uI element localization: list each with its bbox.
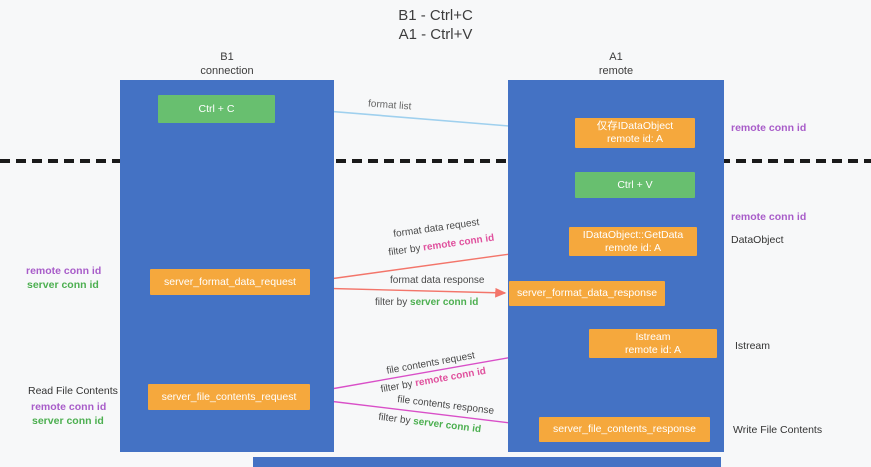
- remote-conn-id-label-left-1: remote conn id: [26, 265, 102, 277]
- lane-b1-name: B1: [220, 51, 234, 63]
- server-conn-id-inline: server conn id: [412, 416, 482, 436]
- istream-side-label: Istream: [735, 340, 771, 352]
- diagram-title: B1 - Ctrl+C A1 - Ctrl+V: [0, 6, 871, 44]
- getdata-remote-id: remote id: A: [604, 241, 662, 254]
- server-file-contents-request-label: server_file_contents_request: [161, 390, 297, 403]
- filter-by-text: filter by: [379, 378, 417, 396]
- getdata-node: IDataObject::GetData remote id: A: [569, 227, 697, 256]
- lane-a1-name: A1: [609, 51, 623, 63]
- server-format-data-request-label: server_format_data_request: [164, 275, 296, 288]
- lane-b1-subtitle: connection: [200, 65, 254, 77]
- getdata-line1: IDataObject::GetData: [582, 228, 684, 241]
- ctrl-c-label: Ctrl + C: [198, 102, 235, 115]
- title-line-1: B1 - Ctrl+C: [398, 7, 473, 24]
- write-file-contents-label: Write File Contents: [733, 424, 823, 436]
- server-format-data-response-node: server_format_data_response: [509, 281, 665, 306]
- server-format-data-request-node: server_format_data_request: [150, 269, 310, 295]
- lane-header-a1: A1 remote: [508, 50, 724, 78]
- remote-conn-id-inline: remote conn id: [422, 232, 495, 254]
- ctrl-v-node: Ctrl + V: [575, 172, 695, 198]
- format-list-arrow-label: format list: [367, 98, 412, 113]
- istream-node: Istream remote id: A: [589, 329, 717, 358]
- filter-by-text: filter by: [387, 242, 424, 259]
- filter-by-server-conn-id-label-1: filter by server conn id: [375, 297, 478, 308]
- filter-by-server-conn-id-label-2: filter by server conn id: [378, 412, 482, 436]
- title-line-2: A1 - Ctrl+V: [398, 26, 473, 43]
- filter-by-text: filter by: [375, 297, 411, 308]
- idataobject-line1: 仅存IDataObject: [596, 120, 674, 132]
- ctrl-v-label: Ctrl + V: [617, 178, 653, 191]
- istream-line1: Istream: [635, 330, 671, 343]
- dataobject-label: DataObject: [731, 234, 784, 246]
- server-conn-id-inline: server conn id: [410, 297, 479, 308]
- remote-conn-id-label-left-2: remote conn id: [31, 401, 107, 413]
- server-file-contents-request-node: server_file_contents_request: [148, 384, 310, 410]
- server-format-data-response-label: server_format_data_response: [516, 287, 658, 299]
- remote-conn-id-label-top-right: remote conn id: [731, 122, 807, 134]
- server-file-contents-response-node: server_file_contents_response: [539, 417, 710, 442]
- ctrl-c-node: Ctrl + C: [158, 95, 275, 123]
- format-data-response-arrow-label: format data response: [390, 275, 485, 286]
- filter-by-text: filter by: [377, 411, 414, 427]
- remote-conn-id-label-mid-right: remote conn id: [731, 211, 807, 223]
- bottom-blue-strip: [253, 457, 721, 467]
- server-file-contents-response-label: server_file_contents_response: [552, 423, 696, 435]
- lane-header-b1: B1 connection: [120, 50, 334, 78]
- read-file-contents-label: Read File Contents: [28, 385, 118, 397]
- file-contents-response-arrow-label: file contents response: [396, 394, 495, 417]
- idataobject-remote-id: remote id: A: [606, 133, 664, 145]
- lane-a1-subtitle: remote: [598, 65, 634, 77]
- server-conn-id-label-left-2: server conn id: [32, 415, 104, 427]
- server-conn-id-label-left-1: server conn id: [27, 279, 99, 291]
- istream-remote-id: remote id: A: [624, 343, 682, 356]
- idataobject-node: 仅存IDataObject remote id: A: [575, 118, 695, 148]
- format-data-response-arrow: [311, 287, 507, 298]
